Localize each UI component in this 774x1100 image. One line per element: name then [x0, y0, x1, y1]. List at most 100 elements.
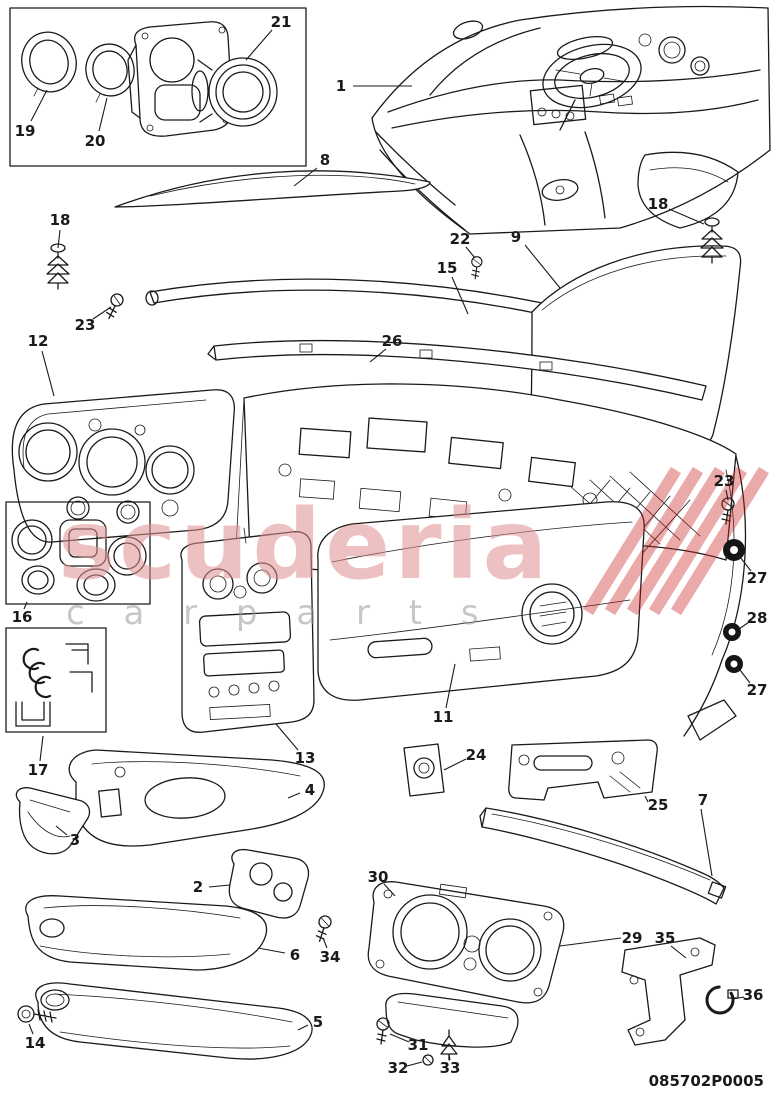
clip-18-left-icon	[46, 243, 70, 290]
part-25-bracket-illustration	[508, 739, 658, 801]
leader-line-14	[28, 1023, 34, 1035]
part-label-32: 32	[387, 1059, 409, 1077]
part-label-34: 34	[319, 948, 341, 966]
upper-trim-strip-illustration	[145, 278, 543, 315]
part-24-bracket-illustration	[403, 743, 445, 797]
part-14-bolt-illustration	[17, 1005, 57, 1023]
part-17-clips-box-illustration	[5, 627, 107, 733]
fastener-icons	[46, 217, 745, 1066]
leader-line-22	[465, 246, 476, 259]
leader-line-28	[738, 621, 750, 630]
part-label-18: 18	[647, 195, 669, 213]
leader-line-16	[23, 601, 28, 610]
leader-line-5	[297, 1024, 309, 1031]
part-16-bezels-box-illustration	[5, 501, 151, 605]
part-30-cluster-housing-illustration	[367, 881, 565, 1004]
leader-line-29	[559, 937, 622, 947]
leader-line-19	[30, 89, 48, 122]
part-label-7: 7	[697, 791, 709, 809]
leader-line-21	[245, 29, 273, 61]
leader-line-13	[275, 723, 299, 751]
part-label-1: 1	[335, 77, 347, 95]
screw-22-icon	[471, 256, 483, 280]
part-label-21: 21	[270, 13, 292, 31]
part-36-clamp-illustration	[705, 985, 739, 1015]
part-label-11: 11	[432, 708, 454, 726]
leader-line-7	[700, 808, 713, 877]
leader-line-2	[208, 884, 231, 888]
leader-line-3	[55, 825, 68, 836]
part-13-center-stack-illustration	[180, 527, 315, 733]
part-label-14: 14	[24, 1034, 46, 1052]
part-label-27: 27	[746, 681, 768, 699]
leader-line-11	[445, 663, 456, 709]
leader-line-35	[670, 945, 687, 959]
part-3-bracket-illustration	[15, 787, 91, 855]
part-code: 085702P0005	[648, 1072, 764, 1090]
leader-line-23	[92, 306, 112, 320]
leader-line-25	[644, 795, 649, 803]
part-label-5: 5	[312, 1013, 324, 1031]
part-label-31: 31	[407, 1036, 429, 1054]
part-label-2: 2	[192, 878, 204, 896]
part-label-4: 4	[304, 781, 316, 799]
part-label-17: 17	[27, 761, 49, 779]
leader-lines	[23, 29, 752, 1067]
part-label-19: 19	[14, 122, 36, 140]
leader-line-27	[739, 556, 752, 572]
part-label-29: 29	[621, 929, 643, 947]
leader-line-6	[257, 947, 286, 954]
leader-line-17	[39, 735, 44, 762]
part-26-trim-strip-illustration	[207, 340, 707, 401]
part-11-glovebox-pad-illustration	[317, 501, 645, 701]
part-4-column-shroud-illustration	[68, 749, 325, 847]
leader-line-34	[322, 937, 328, 949]
part-label-33: 33	[439, 1059, 461, 1077]
part-6-lower-shroud-illustration	[25, 895, 268, 971]
part-35-bracket-illustration	[621, 937, 716, 1046]
leader-line-18	[668, 208, 705, 225]
leader-line-12	[41, 350, 55, 397]
part-label-25: 25	[647, 796, 669, 814]
leader-line-33	[448, 1053, 451, 1061]
screw-23-left-icon	[104, 291, 126, 322]
clip-33-icon	[440, 1029, 458, 1061]
leader-line-27	[739, 669, 751, 684]
part-label-24: 24	[465, 746, 487, 764]
part-label-30: 30	[367, 868, 389, 886]
part-2-switch-panel-illustration	[228, 848, 310, 919]
watermark: scuderia c a r p a r t s	[58, 466, 770, 633]
leader-line-18	[57, 229, 61, 249]
leader-line-23	[725, 489, 729, 501]
part-label-26: 26	[381, 332, 403, 350]
leader-line-30	[383, 883, 396, 897]
vent-parts-box-illustration	[9, 7, 307, 167]
part-label-16: 16	[11, 608, 33, 626]
watermark-stripes	[582, 466, 770, 616]
leader-line-4	[287, 792, 301, 799]
leader-line-32	[406, 1061, 423, 1067]
part-29-cluster-hood-illustration	[385, 992, 519, 1048]
part-label-9: 9	[510, 228, 522, 246]
part-label-3: 3	[69, 831, 81, 849]
part-label-22: 22	[449, 230, 471, 248]
part-label-6: 6	[289, 946, 301, 964]
leader-line-15	[451, 276, 469, 315]
part-label-23: 23	[74, 316, 96, 334]
part-label-13: 13	[294, 749, 316, 767]
part-label-15: 15	[436, 259, 458, 277]
leader-line-36	[732, 996, 745, 1000]
watermark-tagline-text: c a r p a r t s	[66, 593, 493, 633]
part-label-35: 35	[654, 929, 676, 947]
screw-32-icon	[422, 1054, 434, 1066]
part-7-support-rail-illustration	[479, 807, 727, 905]
part-5-lower-panel-illustration	[35, 982, 313, 1060]
leader-line-8	[293, 167, 318, 187]
part-label-27: 27	[746, 569, 768, 587]
part-label-23: 23	[713, 472, 735, 490]
leader-line-26	[369, 348, 387, 363]
part-8-top-pad-illustration	[114, 170, 431, 208]
part-label-18: 18	[49, 211, 71, 229]
leader-line-20	[98, 97, 108, 132]
